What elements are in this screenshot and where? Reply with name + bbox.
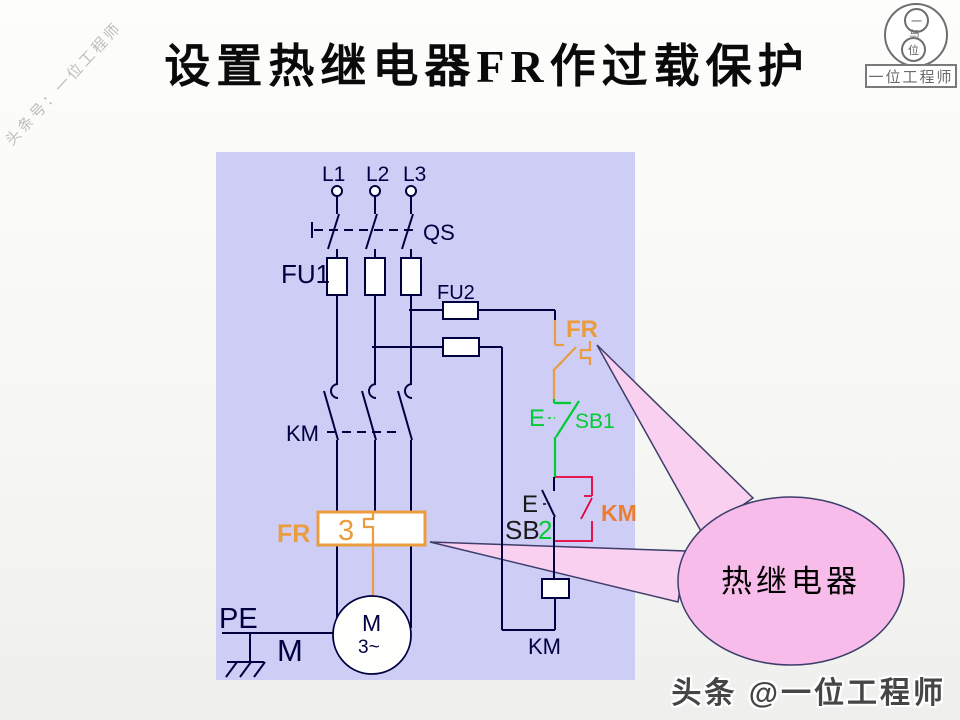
label-km-aux: KM [601, 500, 637, 526]
label-motor-symbol: M [362, 610, 381, 636]
label-sb1: SB1 [575, 410, 615, 433]
qs-pole-2 [365, 196, 378, 258]
label-fu2: FU2 [437, 282, 475, 304]
label-l3: L3 [403, 163, 426, 186]
label-motor-ref: M [277, 633, 303, 668]
logo-top-char: 一 [911, 15, 922, 28]
wire-to-fr-contact [478, 309, 556, 320]
km-pole-2 [361, 295, 377, 512]
terminal-l1 [331, 185, 343, 197]
label-l1: L1 [322, 163, 345, 186]
terminal-l2 [369, 185, 381, 197]
label-sb2-actuator: E [522, 491, 538, 518]
label-fr-heater: FR [277, 520, 310, 548]
fr-nc-contact [552, 320, 577, 399]
label-sb2: SB [505, 515, 540, 545]
callout-label: 热继电器 [721, 564, 861, 599]
label-qs: QS [423, 220, 455, 245]
km-pole-3 [397, 295, 413, 512]
logo-bottom-char: 位 [908, 44, 919, 57]
publisher-logo: 一 与 位 一位工程师 [860, 0, 960, 92]
circuit-labels: L1 L2 L3 QS FU1 FU2 FR E SB1 E SB 2 KM K… [219, 163, 861, 668]
logo-top-circle: 一 [904, 8, 929, 33]
earth-symbol [222, 632, 334, 678]
fr-heater-box [316, 510, 427, 547]
logo-mid-char: 与 [909, 29, 920, 41]
sb1-contact [552, 399, 580, 477]
fuse-fu1-2 [364, 257, 386, 296]
label-fr-contact: FR [566, 316, 598, 343]
label-km-main: KM [286, 421, 319, 446]
fuse-fu2-2 [442, 337, 480, 357]
fuse-fu1-3 [400, 257, 422, 296]
qs-pole-3 [401, 196, 414, 258]
qs-pole-1 [327, 196, 340, 258]
label-sb2-digit: 2 [538, 515, 552, 545]
callout-ellipse [677, 496, 905, 666]
motor-circle [332, 595, 412, 675]
power-circuit [222, 185, 422, 678]
km-aux-contact [555, 476, 593, 542]
km-pole-1 [323, 295, 339, 512]
logo-bottom-circle: 位 [901, 37, 926, 62]
motor-feed-lines [336, 545, 412, 628]
fr-thermal-relay [316, 320, 592, 605]
control-circuit [372, 301, 570, 631]
fuse-fu2-1 [442, 301, 479, 320]
sb1-stop-button [548, 399, 580, 477]
label-fu1: FU1 [281, 259, 330, 289]
km-aux-path [555, 476, 593, 542]
label-sb1-actuator: E [529, 405, 545, 432]
return-wire [479, 346, 556, 631]
label-l2: L2 [366, 163, 389, 186]
label-km-coil: KM [528, 634, 561, 659]
sb2-contact [541, 477, 556, 579]
fr-trip-symbol [579, 341, 592, 365]
logo-banner: 一位工程师 [865, 64, 957, 88]
km-coil [541, 578, 570, 599]
label-motor-type: 3~ [358, 637, 380, 658]
credit-text: 头条 @一位工程师 [671, 677, 946, 710]
label-pe: PE [219, 603, 258, 635]
label-heater-marker: 3 [338, 515, 354, 547]
fr-heater-element [362, 512, 375, 605]
terminal-l3 [405, 185, 417, 197]
slide-title: 设置热继电器FR作过载保护 [164, 41, 810, 92]
